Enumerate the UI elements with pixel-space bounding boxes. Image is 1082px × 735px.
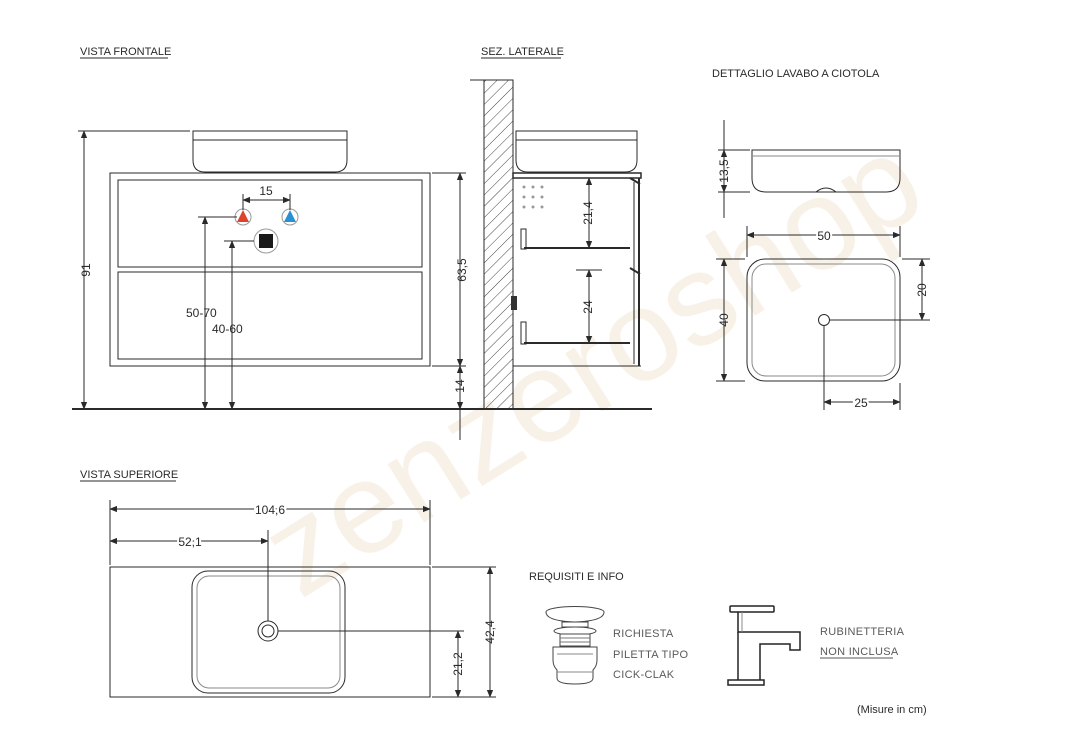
drain-info-line2: PILETTA TIPO [613,649,688,661]
drain-connection-icon [253,228,279,254]
dim-drain-to-edge-x: 25 [854,396,868,410]
dim-cabinet-height: 63,5 [455,258,469,282]
dim-tap-spacing: 15 [259,184,273,198]
tap-info-line2: NON INCLUSA [820,646,899,658]
dim-basin-width: 50 [817,229,831,243]
dim-upper-drawer: 21,4 [581,201,595,225]
top-view-title: VISTA SUPERIORE [80,469,178,481]
dim-drain-from-left: 52,1 [178,535,202,549]
dim-basin-height: 13,5 [717,159,731,183]
siphon-icon [522,185,544,209]
requirements-title: REQUISITI E INFO [529,571,624,583]
faucet-icon [727,605,801,686]
dim-drain-from-front: 21,2 [451,652,465,676]
dim-drain-to-edge-y: 20 [915,283,929,297]
tap-info-line1: RUBINETTERIA [820,626,905,638]
basin-detail: DETTAGLIO LAVABO A CIOTOLA 13,5 50 40 20 [712,68,930,412]
front-view-title: VISTA FRONTALE [80,46,171,58]
dim-drain-height: 40-60 [212,322,243,336]
units-note: (Misure in cm) [857,704,927,716]
side-section-title: SEZ. LATERALE [481,46,564,58]
dim-floor-gap: 14 [453,379,467,393]
dim-total-height: 91 [79,263,93,277]
basin-detail-title: DETTAGLIO LAVABO A CIOTOLA [712,68,880,80]
front-view: VISTA FRONTALE 91 15 [72,46,652,440]
click-clack-drain-icon [545,606,605,685]
dim-tap-height: 50-70 [186,306,217,320]
dim-total-depth: 42,4 [483,620,497,644]
dim-lower-drawer: 24 [581,300,595,314]
top-view: VISTA SUPERIORE 104,6 52,1 42,4 21,2 [80,469,497,698]
drain-info-line1: RICHIESTA [613,628,674,640]
watermark: zenzeroshop [237,105,946,623]
dim-basin-depth: 40 [717,313,731,327]
side-section: SEZ. LATERALE 21,4 [470,46,642,410]
drain-info-line3: CICK-CLAK [613,669,675,681]
requirements-section: REQUISITI E INFO RICHIESTA PILETTA TIPO … [529,571,927,716]
hot-tap-icon [234,208,252,226]
cold-tap-icon [281,208,299,226]
dim-total-width: 104,6 [255,503,285,517]
